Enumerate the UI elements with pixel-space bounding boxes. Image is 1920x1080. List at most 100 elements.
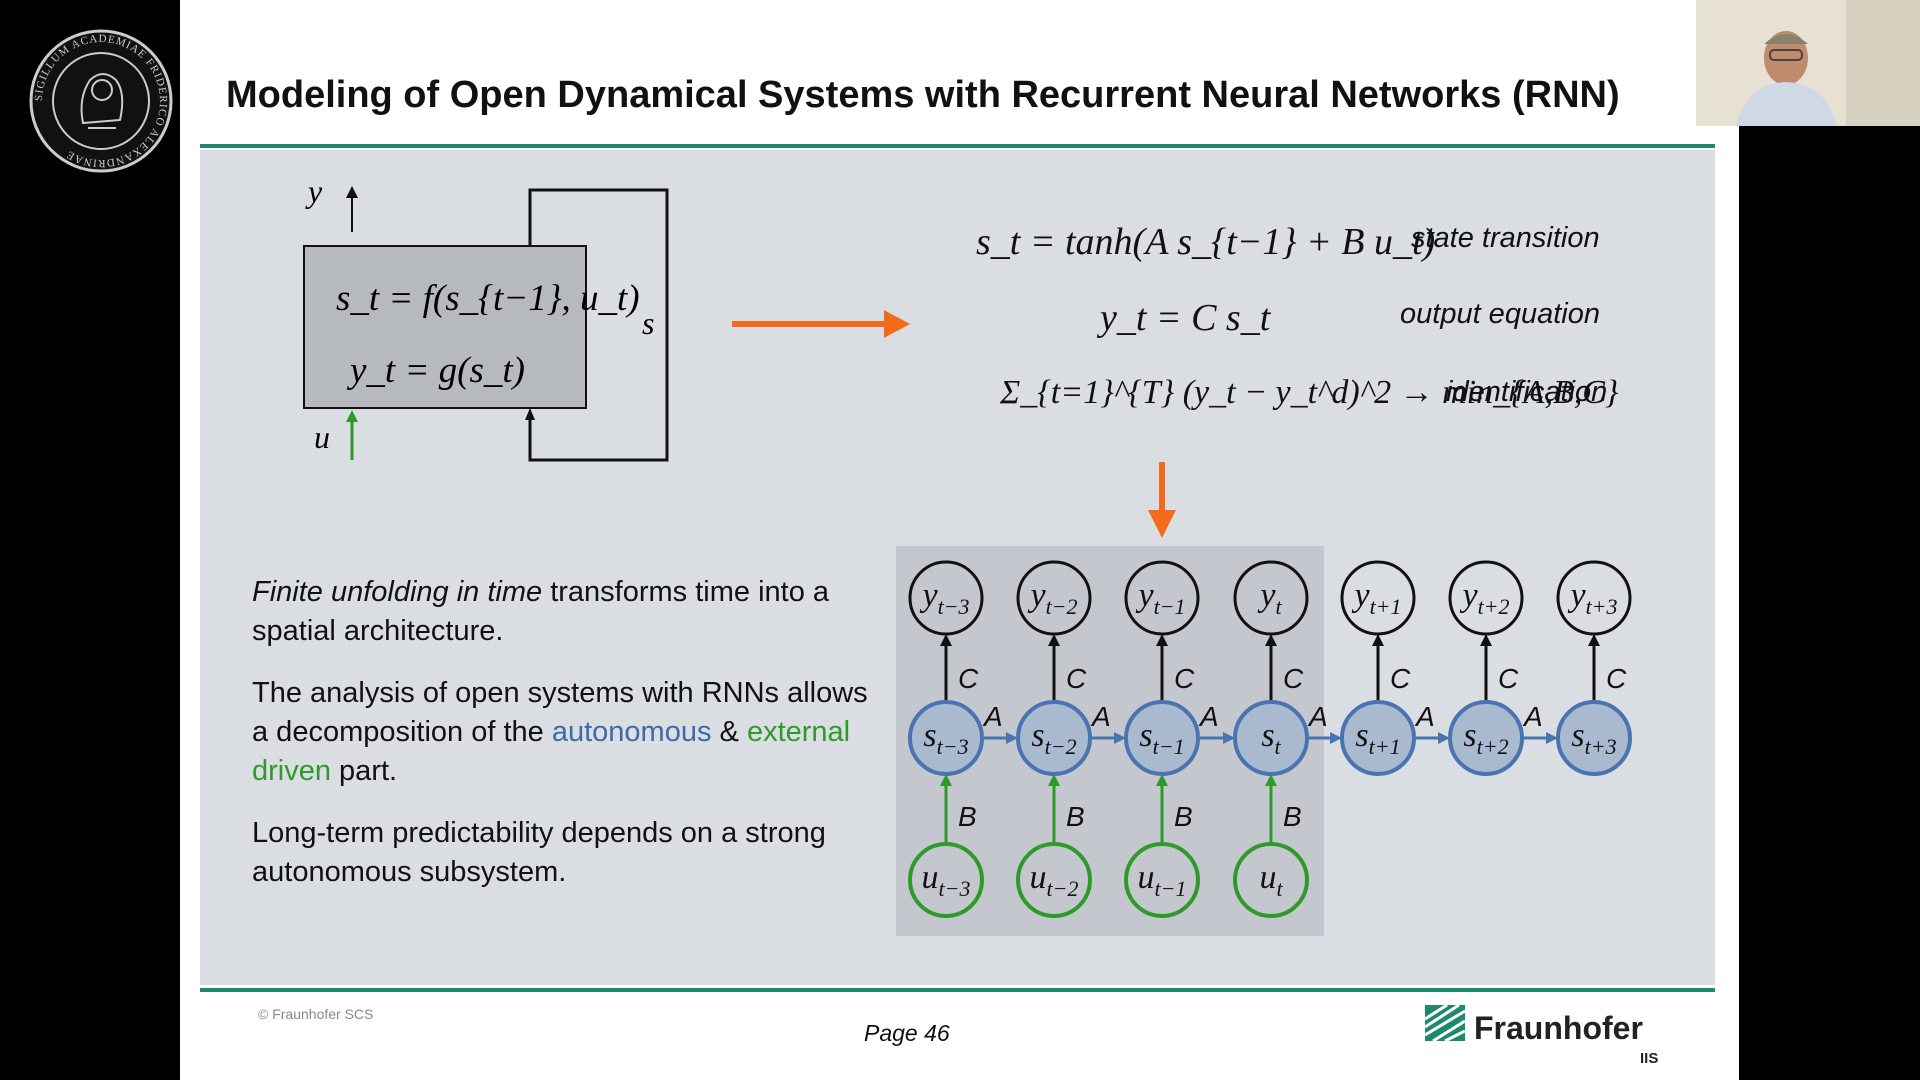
a-connection-head-0: [1006, 732, 1018, 744]
b-connection-2-head: [1156, 774, 1168, 786]
logo-subtext: IIS: [1640, 1050, 1659, 1067]
a-connection-head-5: [1546, 732, 1558, 744]
output-node-label-5: yt+2: [1459, 577, 1509, 619]
input-node-1: [1016, 842, 1092, 918]
output-node-6: [1556, 560, 1632, 636]
c-connection-5-head: [1480, 634, 1492, 646]
down-arrow-icon: [1148, 510, 1176, 538]
input-node-label-0: ut−3: [922, 859, 971, 901]
matrix-a-label-4: A: [1414, 701, 1435, 732]
matrix-c-label-5: C: [1498, 663, 1519, 694]
top-divider: [200, 144, 1715, 148]
c-connection-0-head: [940, 634, 952, 646]
equation-output: y_t = C s_t: [1100, 297, 1271, 339]
output-node-3: [1233, 560, 1309, 636]
output-node-label-4: yt+1: [1351, 577, 1401, 619]
output-node-label-1: yt−2: [1027, 577, 1077, 619]
matrix-c-label-6: C: [1606, 663, 1627, 694]
matrix-c-label-0: C: [958, 663, 979, 694]
c-connection-1-head: [1048, 634, 1060, 646]
state-node-label-1: st−2: [1031, 717, 1076, 759]
b-connection-0-head: [940, 774, 952, 786]
input-node-0: [908, 842, 984, 918]
state-node-label-0: st−3: [923, 717, 968, 759]
paragraph-decomposition: The analysis of open systems with RNNs a…: [252, 677, 868, 787]
output-node-label-0: yt−3: [919, 577, 969, 619]
state-node-label-4: st+1: [1355, 717, 1400, 759]
system-box: [303, 245, 587, 409]
state-label: s: [642, 305, 654, 341]
fraunhofer-logo-icon: [1425, 1005, 1465, 1041]
matrix-c-label-3: C: [1283, 663, 1304, 694]
input-node-label-2: ut−1: [1138, 859, 1187, 901]
matrix-a-label-0: A: [982, 701, 1003, 732]
output-label: y: [305, 173, 323, 209]
input-node-3: [1233, 842, 1309, 918]
right-arrow-icon: [884, 310, 910, 338]
matrix-a-label-3: A: [1307, 701, 1328, 732]
matrix-a-label-2: A: [1198, 701, 1219, 732]
matrix-b-label-2: B: [1174, 801, 1193, 832]
box-equation-state: s_t = f(s_{t−1}, u_t): [336, 278, 640, 319]
label-output-equation: output equation: [1400, 298, 1600, 330]
matrix-a-label-1: A: [1090, 701, 1111, 732]
box-equation-output: y_t = g(s_t): [346, 350, 525, 391]
presenter-icon: [1696, 0, 1920, 126]
body-text: Finite unfolding in time transforms time…: [252, 573, 872, 915]
a-connection-head-2: [1223, 732, 1235, 744]
label-state-transition: state transition: [1411, 222, 1600, 254]
output-node-label-6: yt+3: [1567, 577, 1617, 619]
input-node-label-3: ut: [1259, 859, 1283, 901]
state-node-label-5: st+2: [1463, 717, 1508, 759]
input-label: u: [314, 419, 330, 455]
logo-text: Fraunhofer: [1474, 1010, 1643, 1046]
output-node-label-2: yt−1: [1135, 577, 1185, 619]
output-node-4: [1340, 560, 1416, 636]
matrix-c-label-2: C: [1174, 663, 1195, 694]
university-seal-icon: SIGILLUM ACADEMIAE FRIDERICO ALEXANDRINA…: [29, 29, 173, 173]
a-connection-head-1: [1114, 732, 1126, 744]
output-arrow-icon: [346, 186, 358, 198]
input-node-2: [1124, 842, 1200, 918]
matrix-b-label-3: B: [1283, 801, 1302, 832]
c-connection-4-head: [1372, 634, 1384, 646]
b-connection-1-head: [1048, 774, 1060, 786]
paragraph-predictability: Long-term predictability depends on a st…: [252, 817, 826, 888]
output-node-0: [908, 560, 984, 636]
c-connection-2-head: [1156, 634, 1168, 646]
content-area: y u s s_t = f(s_{t−1}, u_t) y_t = g(s_t)…: [200, 150, 1715, 985]
slide-title: Modeling of Open Dynamical Systems with …: [226, 74, 1620, 116]
c-connection-3-head: [1265, 634, 1277, 646]
matrix-c-label-1: C: [1066, 663, 1087, 694]
feedback-loop: [528, 188, 669, 462]
matrix-a-label-5: A: [1522, 701, 1543, 732]
orange-arrows: [732, 310, 1176, 538]
output-node-5: [1448, 560, 1524, 636]
copyright-text: © Fraunhofer SCS: [258, 1006, 374, 1022]
output-node-label-3: yt: [1257, 577, 1282, 619]
b-connection-3-head: [1265, 774, 1277, 786]
state-node-label-2: st−1: [1139, 717, 1184, 759]
input-node-label-1: ut−2: [1030, 859, 1079, 901]
state-node-label-6: st+3: [1571, 717, 1616, 759]
state-node-6: [1556, 700, 1632, 776]
bottom-divider: [200, 988, 1715, 992]
a-connection-head-3: [1330, 732, 1342, 744]
equation-identification: Σ_{t=1}^{T} (y_t − y_t^d)^2 → min_{A,B,C…: [1000, 374, 1619, 411]
label-identification: identification: [1446, 376, 1608, 408]
page-number: Page 46: [864, 1020, 950, 1046]
c-connection-6-head: [1588, 634, 1600, 646]
input-arrow-icon: [346, 410, 358, 422]
state-node-label-3: st: [1261, 717, 1281, 759]
paragraph-unfolding: Finite unfolding in time transforms time…: [252, 576, 830, 647]
a-connection-head-4: [1438, 732, 1450, 744]
output-node-2: [1124, 560, 1200, 636]
equation-state-transition: s_t = tanh(A s_{t−1} + B u_t): [976, 221, 1436, 263]
unfolded-rnn-diagram: Cyt−3 st−3 A But−3 Cyt−2 st−2 A But−2 Cyt−1 st−1 A…: [896, 546, 1632, 936]
block-diagram: y u s s_t = f(s_{t−1}, u_t) y_t = g(s_t): [303, 173, 669, 462]
output-node-1: [1016, 560, 1092, 636]
matrix-c-label-4: C: [1390, 663, 1411, 694]
matrix-b-label-1: B: [1066, 801, 1085, 832]
matrix-b-label-0: B: [958, 801, 977, 832]
webcam-video-overlay: [1696, 0, 1920, 126]
